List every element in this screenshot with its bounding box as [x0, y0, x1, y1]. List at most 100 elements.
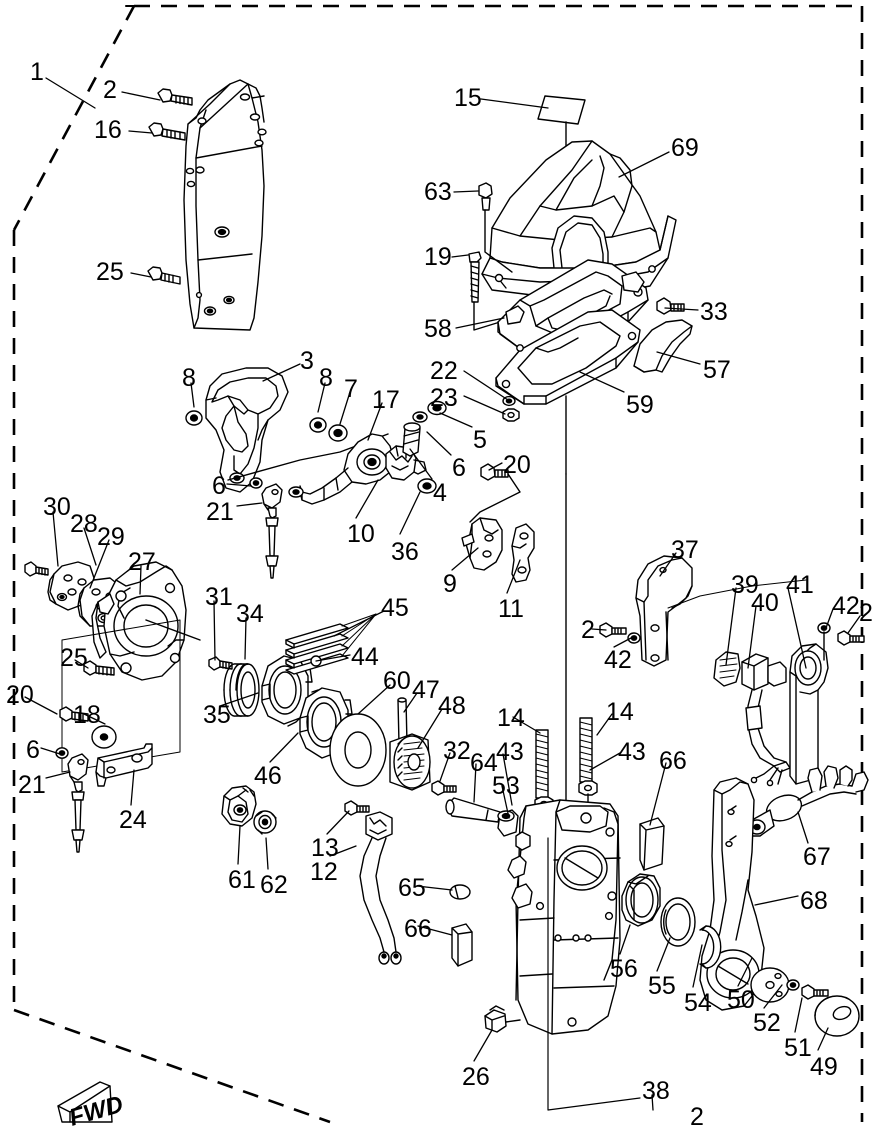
main-housing-body [507, 799, 621, 1035]
callout-number-60: 60 [383, 667, 411, 695]
callout-number-41: 41 [786, 571, 814, 599]
part-17-lever [288, 433, 395, 505]
callout-number-63: 63 [424, 178, 452, 206]
callout-number-25: 25 [60, 644, 88, 672]
part-57-shield [633, 319, 693, 373]
part-35-ring [261, 655, 313, 727]
callout-number-5: 5 [473, 426, 487, 454]
part-54-circlip [699, 925, 722, 969]
leader-line-5 [439, 412, 473, 428]
callout-number-66: 66 [659, 747, 687, 775]
callout-number-1: 1 [30, 58, 44, 86]
leader-line-4 [409, 448, 433, 480]
callout-number-20: 20 [6, 681, 34, 709]
part-65-grommet [449, 884, 471, 900]
part-12-harness [359, 811, 402, 965]
assembly-group-plane [61, 619, 181, 773]
part-56-bushing [621, 873, 661, 927]
leader-41-ref [667, 579, 807, 609]
callout-number-6: 6 [452, 454, 466, 482]
callout-number-37: 37 [671, 536, 699, 564]
leader-line-37 [659, 552, 677, 577]
callout-number-14: 14 [606, 698, 634, 726]
part-21-rod-upper [265, 507, 279, 579]
leader-line-62 [265, 837, 269, 870]
part-9-bracket [461, 517, 503, 571]
part-8-washer-b [309, 417, 327, 433]
leader-line-54 [692, 944, 703, 988]
leader-20-upper [469, 473, 521, 523]
part-36-washer [417, 478, 437, 494]
leader-line-14 [596, 713, 613, 736]
leader-line-13 [326, 810, 350, 835]
part-62-bushing [253, 810, 277, 835]
leader-line-3 [262, 363, 301, 382]
part-6-washer-top [412, 411, 428, 423]
leader-38-body [547, 837, 641, 1111]
leader-line-64 [473, 763, 477, 803]
leader-line-63 [453, 190, 479, 193]
part-61-connector [221, 785, 257, 827]
callout-number-59: 59 [626, 391, 654, 419]
part-26-clip [484, 1005, 507, 1033]
callout-number-2: 2 [581, 616, 595, 644]
leader-line-38 [651, 1094, 654, 1111]
leader-line-51 [794, 997, 803, 1033]
callout-number-3: 3 [300, 347, 314, 375]
callout-number-16: 16 [94, 116, 122, 144]
callout-number-52: 52 [753, 1009, 781, 1037]
callout-number-25: 25 [96, 258, 124, 286]
callout-number-48: 48 [438, 692, 466, 720]
leader-line-17 [367, 402, 383, 441]
callout-number-17: 17 [372, 386, 400, 414]
leader-line-21 [236, 502, 263, 507]
leader-line-55 [656, 937, 671, 972]
leader-line-21 [45, 771, 71, 779]
callout-number-21: 21 [206, 498, 234, 526]
callout-number-45: 45 [381, 594, 409, 622]
callout-number-49: 49 [810, 1053, 838, 1081]
part-21-anchor-lower [67, 753, 89, 783]
leader-line-1 [45, 77, 96, 109]
part-55-seal [660, 897, 696, 947]
part-5-washer [427, 400, 447, 416]
part-49-knob [814, 995, 860, 1037]
leader-line-50 [737, 957, 753, 987]
callout-number-24: 24 [119, 806, 147, 834]
callout-number-13: 13 [311, 834, 339, 862]
callout-number-42: 42 [604, 646, 632, 674]
callout-number-40: 40 [751, 589, 779, 617]
leader-line-68 [754, 895, 799, 906]
part-51-bolt [801, 984, 829, 1000]
leader-line-42 [613, 637, 632, 648]
callout-number-19: 19 [424, 243, 452, 271]
leader-26 [505, 1019, 521, 1023]
leader-line-30 [52, 511, 59, 567]
leader-line-59 [579, 371, 625, 393]
part-24-plate [95, 743, 153, 787]
leader-line-24 [130, 769, 135, 806]
part-7-washer [328, 424, 348, 442]
leader-line-58 [455, 317, 505, 329]
part-30-bolt [24, 561, 49, 577]
part-43-nut-right [578, 780, 598, 796]
leader-line-34 [244, 617, 247, 660]
callout-number-27: 27 [128, 548, 156, 576]
callout-number-44: 44 [351, 643, 379, 671]
leader-line-8 [317, 382, 326, 413]
leader-line-33 [664, 307, 699, 311]
callout-number-58: 58 [424, 315, 452, 343]
callout-number-4: 4 [433, 479, 447, 507]
bolt-2-right-b [837, 630, 865, 646]
part-34-bellows [223, 663, 260, 717]
leader-line-36 [399, 491, 421, 535]
leader-line-43 [589, 752, 621, 771]
leader-line-60 [357, 684, 391, 715]
part-27-housing [91, 561, 187, 681]
leader-line-48 [417, 708, 443, 749]
leader-line-40 [747, 605, 757, 669]
callout-number-10: 10 [347, 520, 375, 548]
part-15-decal [537, 95, 586, 125]
part-53-bushing [497, 809, 519, 837]
